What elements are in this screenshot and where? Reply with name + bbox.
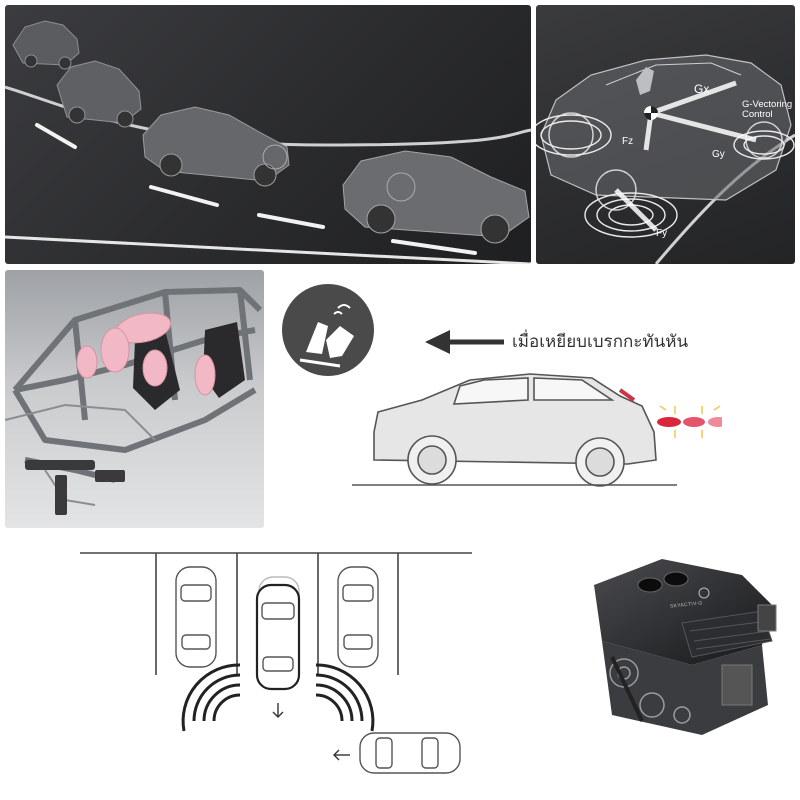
lane-dashes xyxy=(35,123,477,255)
car-silhouette-2 xyxy=(56,60,142,128)
sensor-waves xyxy=(181,663,375,732)
brake-caption: เมื่อเหยียบเบรกกะทันหัน xyxy=(512,332,689,352)
front-suspension xyxy=(25,460,125,515)
emergency-brake-illustration xyxy=(282,284,722,487)
force-arrows xyxy=(614,80,757,232)
road-edge-line xyxy=(5,85,531,147)
road-edge-bottom xyxy=(5,235,531,264)
car-silhouette-4 xyxy=(342,150,530,244)
force-rings xyxy=(536,114,795,238)
parked-car-left xyxy=(175,566,217,668)
parking-sensor-panel xyxy=(76,545,476,785)
engine-image: SKYACTIV-G xyxy=(572,545,787,750)
brake-pedal-icon xyxy=(282,284,374,376)
parked-car-right xyxy=(337,566,379,668)
g-vectoring-image: Gx G-Vectoring Control Fz Gy Fy xyxy=(536,5,795,264)
fy-label: Fy xyxy=(656,228,668,239)
arrow-left-small-icon xyxy=(333,749,350,761)
parking-sensor-illustration xyxy=(80,552,472,774)
road-curve-illustration xyxy=(5,20,531,264)
car-silhouette-1 xyxy=(12,20,80,70)
gy-label: Gy xyxy=(712,149,725,160)
hazard-flash-lights xyxy=(657,405,722,438)
road-curve-image xyxy=(5,5,531,264)
airbags xyxy=(76,312,216,396)
body-frame-illustration xyxy=(5,287,263,515)
car-wireframe xyxy=(540,54,792,201)
crossing-car xyxy=(359,732,461,774)
parking-lines xyxy=(80,552,472,675)
emergency-brake-panel: เมื่อเหยียบเบรกกะทันหัน xyxy=(282,282,722,502)
fz-label: Fz xyxy=(622,136,634,147)
gx-label: Gx xyxy=(694,82,710,96)
engine-illustration xyxy=(594,559,777,735)
car-silhouette-3 xyxy=(142,106,290,187)
arrow-left-icon xyxy=(425,330,504,354)
suv-side-view xyxy=(373,373,657,487)
arrow-down-icon xyxy=(272,703,284,718)
reversing-car xyxy=(255,576,301,691)
g-vectoring-label: G-Vectoring Control xyxy=(742,99,793,120)
g-vectoring-illustration xyxy=(536,54,795,264)
body-structure-image xyxy=(5,270,264,528)
brand-logo-icon xyxy=(698,587,710,599)
